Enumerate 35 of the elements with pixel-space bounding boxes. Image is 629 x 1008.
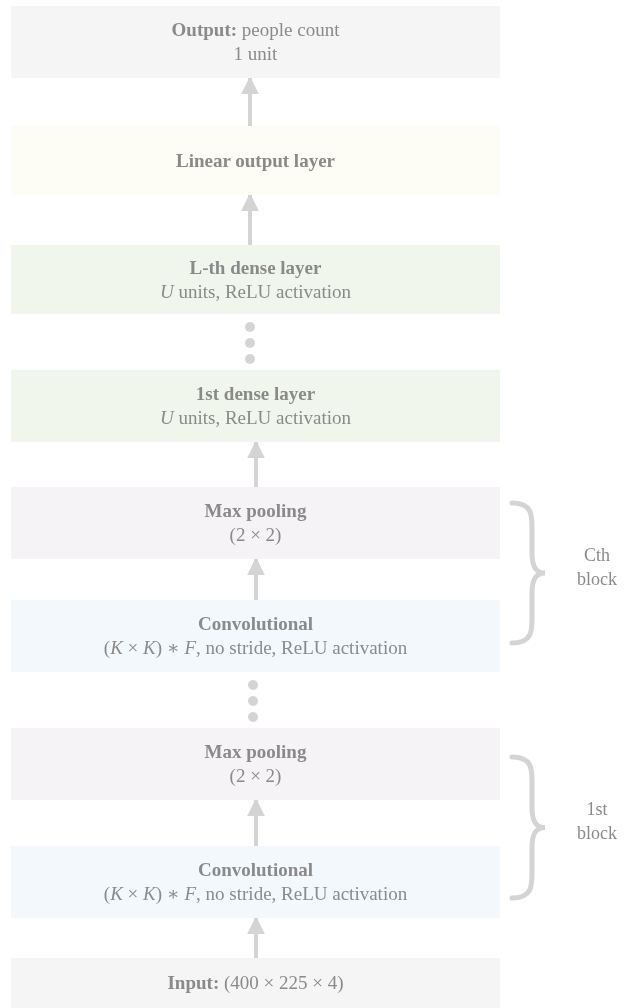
ellipsis-connector bbox=[245, 320, 255, 364]
arrow bbox=[241, 193, 259, 245]
layer-text: L-th dense layer bbox=[189, 255, 322, 280]
arrow bbox=[247, 440, 265, 487]
layer-text: 1st dense layer bbox=[195, 382, 316, 406]
layer-text: Linear output layer bbox=[175, 148, 335, 173]
arrow bbox=[247, 798, 265, 846]
layer-text: Convolutional bbox=[197, 858, 314, 882]
layer-text: (2 × 2) bbox=[229, 764, 282, 788]
layer-box bbox=[11, 958, 500, 1008]
layer-box bbox=[11, 370, 500, 442]
layer-text: Input: (400 × 225 × 4) bbox=[167, 971, 344, 995]
layer-text: (K × K) ∗ F, no stride, ReLU activation bbox=[103, 882, 408, 906]
layer-box bbox=[11, 126, 500, 195]
layer-box bbox=[11, 245, 500, 314]
layer-text: Max pooling bbox=[204, 740, 307, 764]
layer-text: 1 unit bbox=[233, 42, 278, 66]
arrow bbox=[247, 916, 265, 958]
layer-text: (2 × 2) bbox=[229, 523, 282, 547]
layer-box bbox=[11, 600, 500, 672]
layer-box bbox=[11, 6, 500, 78]
layer-box bbox=[11, 846, 500, 918]
layer-text: Max pooling bbox=[204, 499, 307, 523]
layer-box bbox=[11, 728, 500, 800]
layer-text: U units, ReLU activation bbox=[159, 406, 351, 430]
arrow bbox=[247, 557, 265, 600]
arrow bbox=[241, 76, 259, 126]
layer-text: U units, ReLU activation bbox=[159, 279, 351, 304]
ellipsis-connector bbox=[248, 678, 258, 722]
layer-box bbox=[11, 487, 500, 559]
block-label: Cth block bbox=[576, 544, 618, 591]
layer-text: Output: people count bbox=[171, 18, 340, 42]
layer-text: Convolutional bbox=[197, 612, 314, 636]
layer-text: (K × K) ∗ F, no stride, ReLU activation bbox=[103, 636, 408, 660]
block-label: 1st block bbox=[576, 798, 618, 845]
